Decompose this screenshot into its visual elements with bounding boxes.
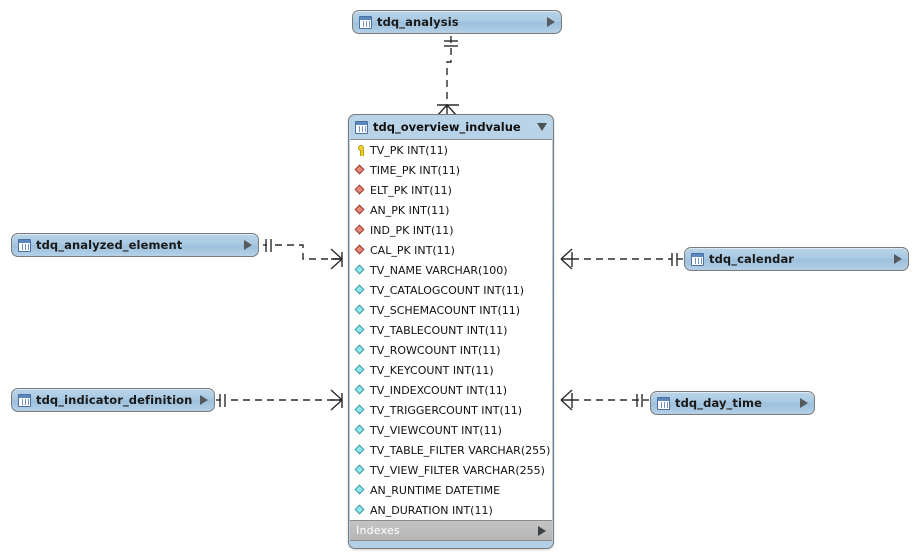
collapse-triangle-down-icon[interactable] <box>537 123 547 131</box>
table-title: tdq_analyzed_element <box>36 238 183 252</box>
column-label: TIME_PK INT(11) <box>370 163 461 177</box>
column-label: TV_SCHEMACOUNT INT(11) <box>370 303 521 317</box>
indexes-label: Indexes <box>356 524 400 537</box>
table-icon <box>691 252 704 266</box>
column-row[interactable]: TV_INDEXCOUNT INT(11) <box>350 380 552 400</box>
column-diamond-icon <box>355 405 366 416</box>
relationship-tdq-indicator-definition[interactable] <box>216 389 343 411</box>
table-node-tdq-overview-indvalue[interactable]: tdq_overview_indvalue TV_PK INT(11) TIME_… <box>348 114 554 549</box>
indexes-row[interactable]: Indexes <box>350 521 552 541</box>
column-label: TV_ROWCOUNT INT(11) <box>370 343 501 357</box>
column-row[interactable]: TV_ROWCOUNT INT(11) <box>350 340 552 360</box>
table-node-tdq-analyzed-element[interactable]: tdq_analyzed_element <box>11 233 259 257</box>
column-diamond-icon <box>355 265 366 276</box>
column-diamond-icon <box>355 345 366 356</box>
column-row[interactable]: TV_TABLECOUNT INT(11) <box>350 320 552 340</box>
column-diamond-icon <box>355 485 366 496</box>
column-label: ELT_PK INT(11) <box>370 183 452 197</box>
column-diamond-icon <box>355 365 366 376</box>
table-node-tdq-calendar[interactable]: tdq_calendar <box>684 247 909 271</box>
relationship-tdq-day-time[interactable] <box>560 389 649 411</box>
table-icon <box>657 396 670 410</box>
column-label: IND_PK INT(11) <box>370 223 454 237</box>
column-diamond-icon <box>355 425 366 436</box>
column-label: AN_RUNTIME DATETIME <box>370 483 501 497</box>
column-label: TV_TABLE_FILTER VARCHAR(255) <box>370 443 551 457</box>
column-row[interactable]: TV_VIEWCOUNT INT(11) <box>350 420 552 440</box>
column-row[interactable]: TV_SCHEMACOUNT INT(11) <box>350 300 552 320</box>
expand-triangle-right-icon[interactable] <box>800 398 808 408</box>
table-title: tdq_indicator_definition <box>36 393 193 407</box>
expand-triangle-right-icon[interactable] <box>538 525 546 536</box>
column-row[interactable]: TV_KEYCOUNT INT(11) <box>350 360 552 380</box>
column-row[interactable]: TV_CATALOGCOUNT INT(11) <box>350 280 552 300</box>
table-title: tdq_day_time <box>675 396 763 410</box>
table-header[interactable]: tdq_overview_indvalue <box>349 115 553 139</box>
table-title: tdq_analysis <box>377 15 459 29</box>
column-label: AN_PK INT(11) <box>370 203 450 217</box>
column-diamond-icon <box>355 305 366 316</box>
column-label: TV_TRIGGERCOUNT INT(11) <box>370 403 523 417</box>
column-diamond-icon <box>355 465 366 476</box>
column-label: AN_DURATION INT(11) <box>370 503 493 517</box>
column-diamond-icon <box>355 445 366 456</box>
column-label: CAL_PK INT(11) <box>370 243 455 257</box>
table-icon <box>18 238 31 252</box>
column-diamond-icon <box>355 285 366 296</box>
foreign-key-diamond-icon <box>355 165 366 176</box>
column-diamond-icon <box>355 385 366 396</box>
table-node-tdq-day-time[interactable]: tdq_day_time <box>650 391 815 415</box>
column-label: TV_CATALOGCOUNT INT(11) <box>370 283 525 297</box>
expand-triangle-right-icon[interactable] <box>244 240 252 250</box>
column-label: TV_TABLECOUNT INT(11) <box>370 323 508 337</box>
column-row[interactable]: TV_TRIGGERCOUNT INT(11) <box>350 400 552 420</box>
column-label: TV_NAME VARCHAR(100) <box>370 263 508 277</box>
column-list: TV_PK INT(11) TIME_PK INT(11) ELT_PK INT(1… <box>350 139 552 521</box>
relationship-tdq-calendar[interactable] <box>560 248 683 270</box>
relationship-tdq-analysis[interactable] <box>436 36 459 117</box>
column-row[interactable]: TV_VIEW_FILTER VARCHAR(255) <box>350 460 552 480</box>
column-label: TV_INDEXCOUNT INT(11) <box>370 383 507 397</box>
column-label: TV_VIEW_FILTER VARCHAR(255) <box>370 463 545 477</box>
column-diamond-icon <box>355 505 366 516</box>
expand-triangle-right-icon[interactable] <box>547 17 555 27</box>
table-node-tdq-analysis[interactable]: tdq_analysis <box>352 10 562 34</box>
column-diamond-icon <box>355 325 366 336</box>
table-node-tdq-indicator-definition[interactable]: tdq_indicator_definition <box>11 388 215 412</box>
table-title: tdq_overview_indvalue <box>373 120 521 134</box>
foreign-key-diamond-icon <box>355 205 366 216</box>
column-label: TV_PK INT(11) <box>370 143 448 157</box>
column-row[interactable]: TV_PK INT(11) <box>350 140 552 160</box>
expand-triangle-right-icon[interactable] <box>894 254 902 264</box>
relationship-tdq-analyzed-element[interactable] <box>263 239 343 270</box>
column-row[interactable]: TV_TABLE_FILTER VARCHAR(255) <box>350 440 552 460</box>
column-label: TV_KEYCOUNT INT(11) <box>370 363 494 377</box>
column-row[interactable]: TV_NAME VARCHAR(100) <box>350 260 552 280</box>
table-icon <box>355 120 368 134</box>
foreign-key-diamond-icon <box>355 245 366 256</box>
foreign-key-diamond-icon <box>355 185 366 196</box>
column-row[interactable]: TIME_PK INT(11) <box>350 160 552 180</box>
column-row[interactable]: AN_RUNTIME DATETIME <box>350 480 552 500</box>
column-row[interactable]: AN_DURATION INT(11) <box>350 500 552 520</box>
table-title: tdq_calendar <box>709 252 795 266</box>
table-icon <box>359 15 372 29</box>
expand-triangle-right-icon[interactable] <box>200 395 208 405</box>
table-icon <box>18 393 31 407</box>
column-label: TV_VIEWCOUNT INT(11) <box>370 423 502 437</box>
column-row[interactable]: AN_PK INT(11) <box>350 200 552 220</box>
column-row[interactable]: ELT_PK INT(11) <box>350 180 552 200</box>
column-row[interactable]: CAL_PK INT(11) <box>350 240 552 260</box>
primary-key-icon <box>355 144 366 156</box>
column-row[interactable]: IND_PK INT(11) <box>350 220 552 240</box>
foreign-key-diamond-icon <box>355 225 366 236</box>
